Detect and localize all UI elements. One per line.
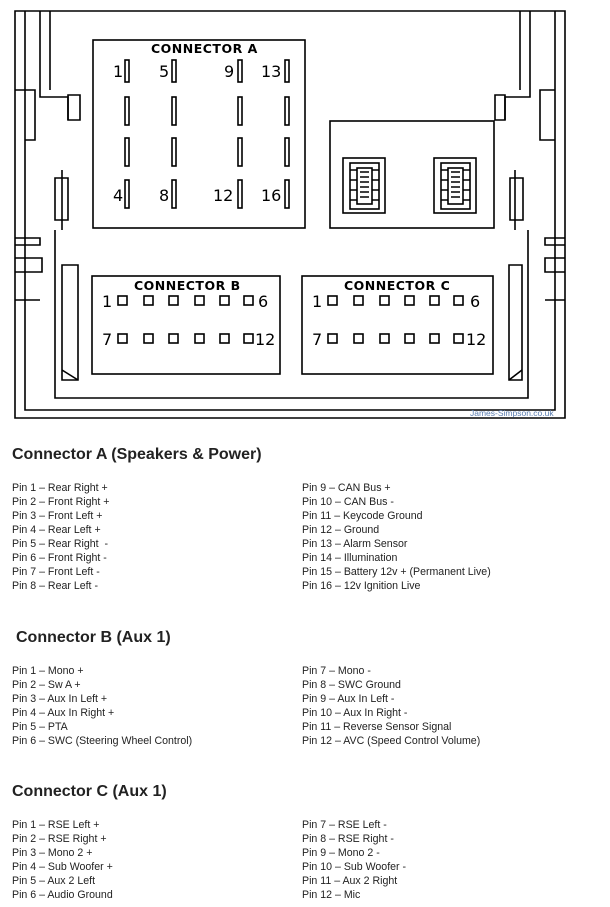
list-item: Pin 4 – Rear Left + — [12, 524, 101, 536]
list-item: Pin 5 – Aux 2 Left — [12, 875, 96, 887]
list-item: Pin 8 – SWC Ground — [302, 679, 401, 691]
pin-label-5: 5 — [159, 62, 169, 81]
c-pin-label-12: 12 — [466, 330, 486, 349]
list-item: Pin 4 – Sub Woofer + — [12, 861, 113, 873]
b-pin-label-7: 7 — [102, 330, 112, 349]
list-item: Pin 5 – Rear Right - — [12, 538, 108, 550]
housing-outline — [14, 10, 566, 419]
list-item: Pin 11 – Reverse Sensor Signal — [302, 721, 452, 733]
b-pin-label-6: 6 — [258, 292, 268, 311]
list-item: Pin 13 – Alarm Sensor — [302, 538, 408, 550]
section-title-b: Connector B (Aux 1) — [16, 629, 171, 646]
list-item: Pin 3 – Mono 2 + — [12, 847, 93, 859]
pin-label-4: 4 — [113, 186, 123, 205]
list-item: Pin 7 – RSE Left - — [302, 819, 387, 831]
list-item: Pin 3 – Aux In Left + — [12, 693, 108, 705]
list-item: Pin 1 – RSE Left + — [12, 819, 100, 831]
list-item: Pin 14 – Illumination — [302, 552, 398, 564]
connector-c-pins — [327, 295, 464, 344]
connector-a-right-list: Pin 9 – CAN Bus + Pin 10 – CAN Bus - Pin… — [302, 481, 491, 593]
connector-a-left-list: Pin 1 – Rear Right + Pin 2 – Front Right… — [12, 481, 109, 593]
list-item: Pin 16 – 12v Ignition Live — [302, 580, 421, 592]
list-item: Pin 8 – Rear Left - — [12, 580, 98, 592]
list-item: Pin 6 – Audio Ground — [12, 889, 113, 901]
pin-label-13: 13 — [261, 62, 281, 81]
pin-label-1: 1 — [113, 62, 123, 81]
list-item: Pin 4 – Aux In Right + — [12, 707, 115, 719]
list-item: Pin 9 – Mono 2 - — [302, 847, 380, 859]
pin-label-9: 9 — [224, 62, 234, 81]
list-item: Pin 3 – Front Left + — [12, 510, 103, 522]
list-item: Pin 2 – Front Right + — [12, 496, 110, 508]
credit-watermark: James-Simpson.co.uk — [470, 408, 554, 418]
socket-right — [433, 157, 477, 214]
list-item: Pin 12 – Mic — [302, 889, 361, 901]
list-item: Pin 7 – Front Left - — [12, 566, 100, 578]
connector-a-pins — [124, 59, 290, 209]
pin-label-16: 16 — [261, 186, 281, 205]
c-pin-label-1: 1 — [312, 292, 322, 311]
socket-left — [342, 157, 386, 214]
list-item: Pin 12 – Ground — [302, 524, 380, 536]
list-item: Pin 12 – AVC (Speed Control Volume) — [302, 735, 481, 747]
list-item: Pin 8 – RSE Right - — [302, 833, 394, 845]
connector-b-pins — [117, 295, 254, 344]
list-item: Pin 10 – Sub Woofer - — [302, 861, 407, 873]
list-item: Pin 2 – Sw A + — [12, 679, 81, 691]
socket-housing — [329, 120, 495, 229]
section-title-c: Connector C (Aux 1) — [12, 783, 167, 800]
list-item: Pin 6 – Front Right - — [12, 552, 107, 564]
list-item: Pin 6 – SWC (Steering Wheel Control) — [12, 735, 193, 747]
connector-b-left-list: Pin 1 – Mono + Pin 2 – Sw A + Pin 3 – Au… — [12, 664, 192, 748]
connector-c-left-list: Pin 1 – RSE Left + Pin 2 – RSE Right + P… — [12, 818, 113, 902]
list-item: Pin 9 – Aux In Left - — [302, 693, 395, 705]
list-item: Pin 10 – CAN Bus - — [302, 496, 394, 508]
connector-a-label: CONNECTOR A — [151, 41, 258, 56]
list-item: Pin 1 – Rear Right + — [12, 482, 108, 494]
list-item: Pin 15 – Battery 12v + (Permanent Live) — [302, 566, 491, 578]
list-item: Pin 7 – Mono - — [302, 665, 371, 677]
pin-label-12: 12 — [213, 186, 233, 205]
connector-a: CONNECTOR A 1 5 9 13 4 8 12 16 — [92, 39, 306, 229]
list-item: Pin 11 – Aux 2 Right — [302, 875, 398, 887]
c-pin-label-7: 7 — [312, 330, 322, 349]
connector-b: CONNECTOR B 1 6 7 12 — [91, 275, 281, 375]
list-item: Pin 5 – PTA — [12, 721, 68, 733]
list-item: Pin 2 – RSE Right + — [12, 833, 107, 845]
pin-label-8: 8 — [159, 186, 169, 205]
connector-c: CONNECTOR C 1 6 7 12 — [301, 275, 494, 375]
list-item: Pin 1 – Mono + — [12, 665, 84, 677]
b-pin-label-1: 1 — [102, 292, 112, 311]
connector-b-label: CONNECTOR B — [134, 278, 241, 293]
connector-c-label: CONNECTOR C — [344, 278, 450, 293]
connector-c-right-list: Pin 7 – RSE Left - Pin 8 – RSE Right - P… — [302, 818, 406, 902]
b-pin-label-12: 12 — [255, 330, 275, 349]
section-title-a: Connector A (Speakers & Power) — [12, 446, 262, 463]
list-item: Pin 10 – Aux In Right - — [302, 707, 408, 719]
list-item: Pin 9 – CAN Bus + — [302, 482, 391, 494]
connector-b-right-list: Pin 7 – Mono - Pin 8 – SWC Ground Pin 9 … — [302, 664, 480, 748]
connector-diagram: CONNECTOR A 1 5 9 13 4 8 12 16 — [14, 10, 566, 419]
list-item: Pin 11 – Keycode Ground — [302, 510, 423, 522]
c-pin-label-6: 6 — [470, 292, 480, 311]
